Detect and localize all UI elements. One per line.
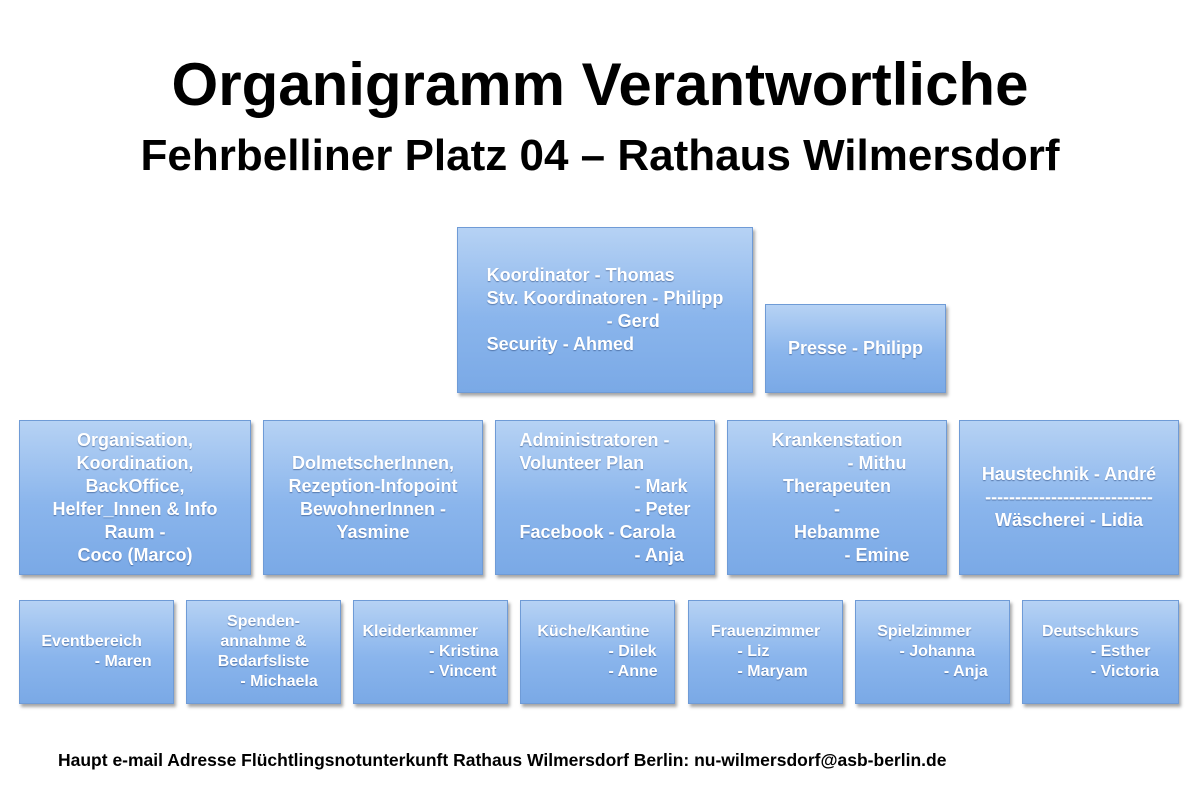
- box-spendenannahme-text: Spenden- annahme & Bedarfsliste - Michae…: [217, 613, 318, 690]
- box-press-text: Presse - Philipp: [787, 338, 924, 358]
- box-frauenzimmer-text: Frauenzimmer - Liz - Maryam: [710, 623, 821, 680]
- page-title: Organigramm Verantwortliche: [171, 51, 1029, 118]
- box-organisation: Organisation, Koordination, BackOffice, …: [19, 420, 251, 575]
- box-haustechnik-text: Haustechnik - André --------------------…: [981, 464, 1157, 530]
- box-coordinator-text: Koordinator - Thomas Stv. Koordinatoren …: [486, 265, 724, 354]
- box-kleiderkammer-text: Kleiderkammer - Kristina - Vincent: [362, 623, 499, 680]
- box-krankenstation: Krankenstation - Mithu Therapeuten - Heb…: [727, 420, 947, 575]
- box-eventbereich-text: Eventbereich - Maren: [41, 633, 152, 670]
- footer-email-line: Haupt e-mail Adresse Flüchtlingsnotunter…: [58, 750, 947, 770]
- box-spielzimmer-text: Spielzimmer - Johanna - Anja: [877, 623, 988, 680]
- box-kueche: Küche/Kantine - Dilek - Anne: [520, 600, 675, 704]
- box-frauenzimmer: Frauenzimmer - Liz - Maryam: [688, 600, 843, 704]
- box-press: Presse - Philipp: [765, 304, 946, 393]
- box-deutschkurs: Deutschkurs - Esther - Victoria: [1022, 600, 1179, 704]
- box-administratoren-text: Administratoren - Volunteer Plan - Mark …: [519, 429, 691, 565]
- box-kleiderkammer: Kleiderkammer - Kristina - Vincent: [353, 600, 508, 704]
- box-spendenannahme: Spenden- annahme & Bedarfsliste - Michae…: [186, 600, 341, 704]
- box-organisation-text: Organisation, Koordination, BackOffice, …: [52, 429, 218, 565]
- page-subtitle: Fehrbelliner Platz 04 – Rathaus Wilmersd…: [140, 131, 1060, 180]
- box-krankenstation-text: Krankenstation - Mithu Therapeuten - Heb…: [771, 429, 910, 565]
- box-dolmetscher-text: DolmetscherInnen, Rezeption-Infopoint Be…: [288, 452, 458, 542]
- box-deutschkurs-text: Deutschkurs - Esther - Victoria: [1041, 623, 1160, 680]
- box-dolmetscher: DolmetscherInnen, Rezeption-Infopoint Be…: [263, 420, 483, 575]
- box-haustechnik: Haustechnik - André --------------------…: [959, 420, 1179, 575]
- box-eventbereich: Eventbereich - Maren: [19, 600, 174, 704]
- box-coordinator: Koordinator - Thomas Stv. Koordinatoren …: [457, 227, 753, 393]
- box-spielzimmer: Spielzimmer - Johanna - Anja: [855, 600, 1010, 704]
- box-administratoren: Administratoren - Volunteer Plan - Mark …: [495, 420, 715, 575]
- box-kueche-text: Küche/Kantine - Dilek - Anne: [537, 623, 658, 680]
